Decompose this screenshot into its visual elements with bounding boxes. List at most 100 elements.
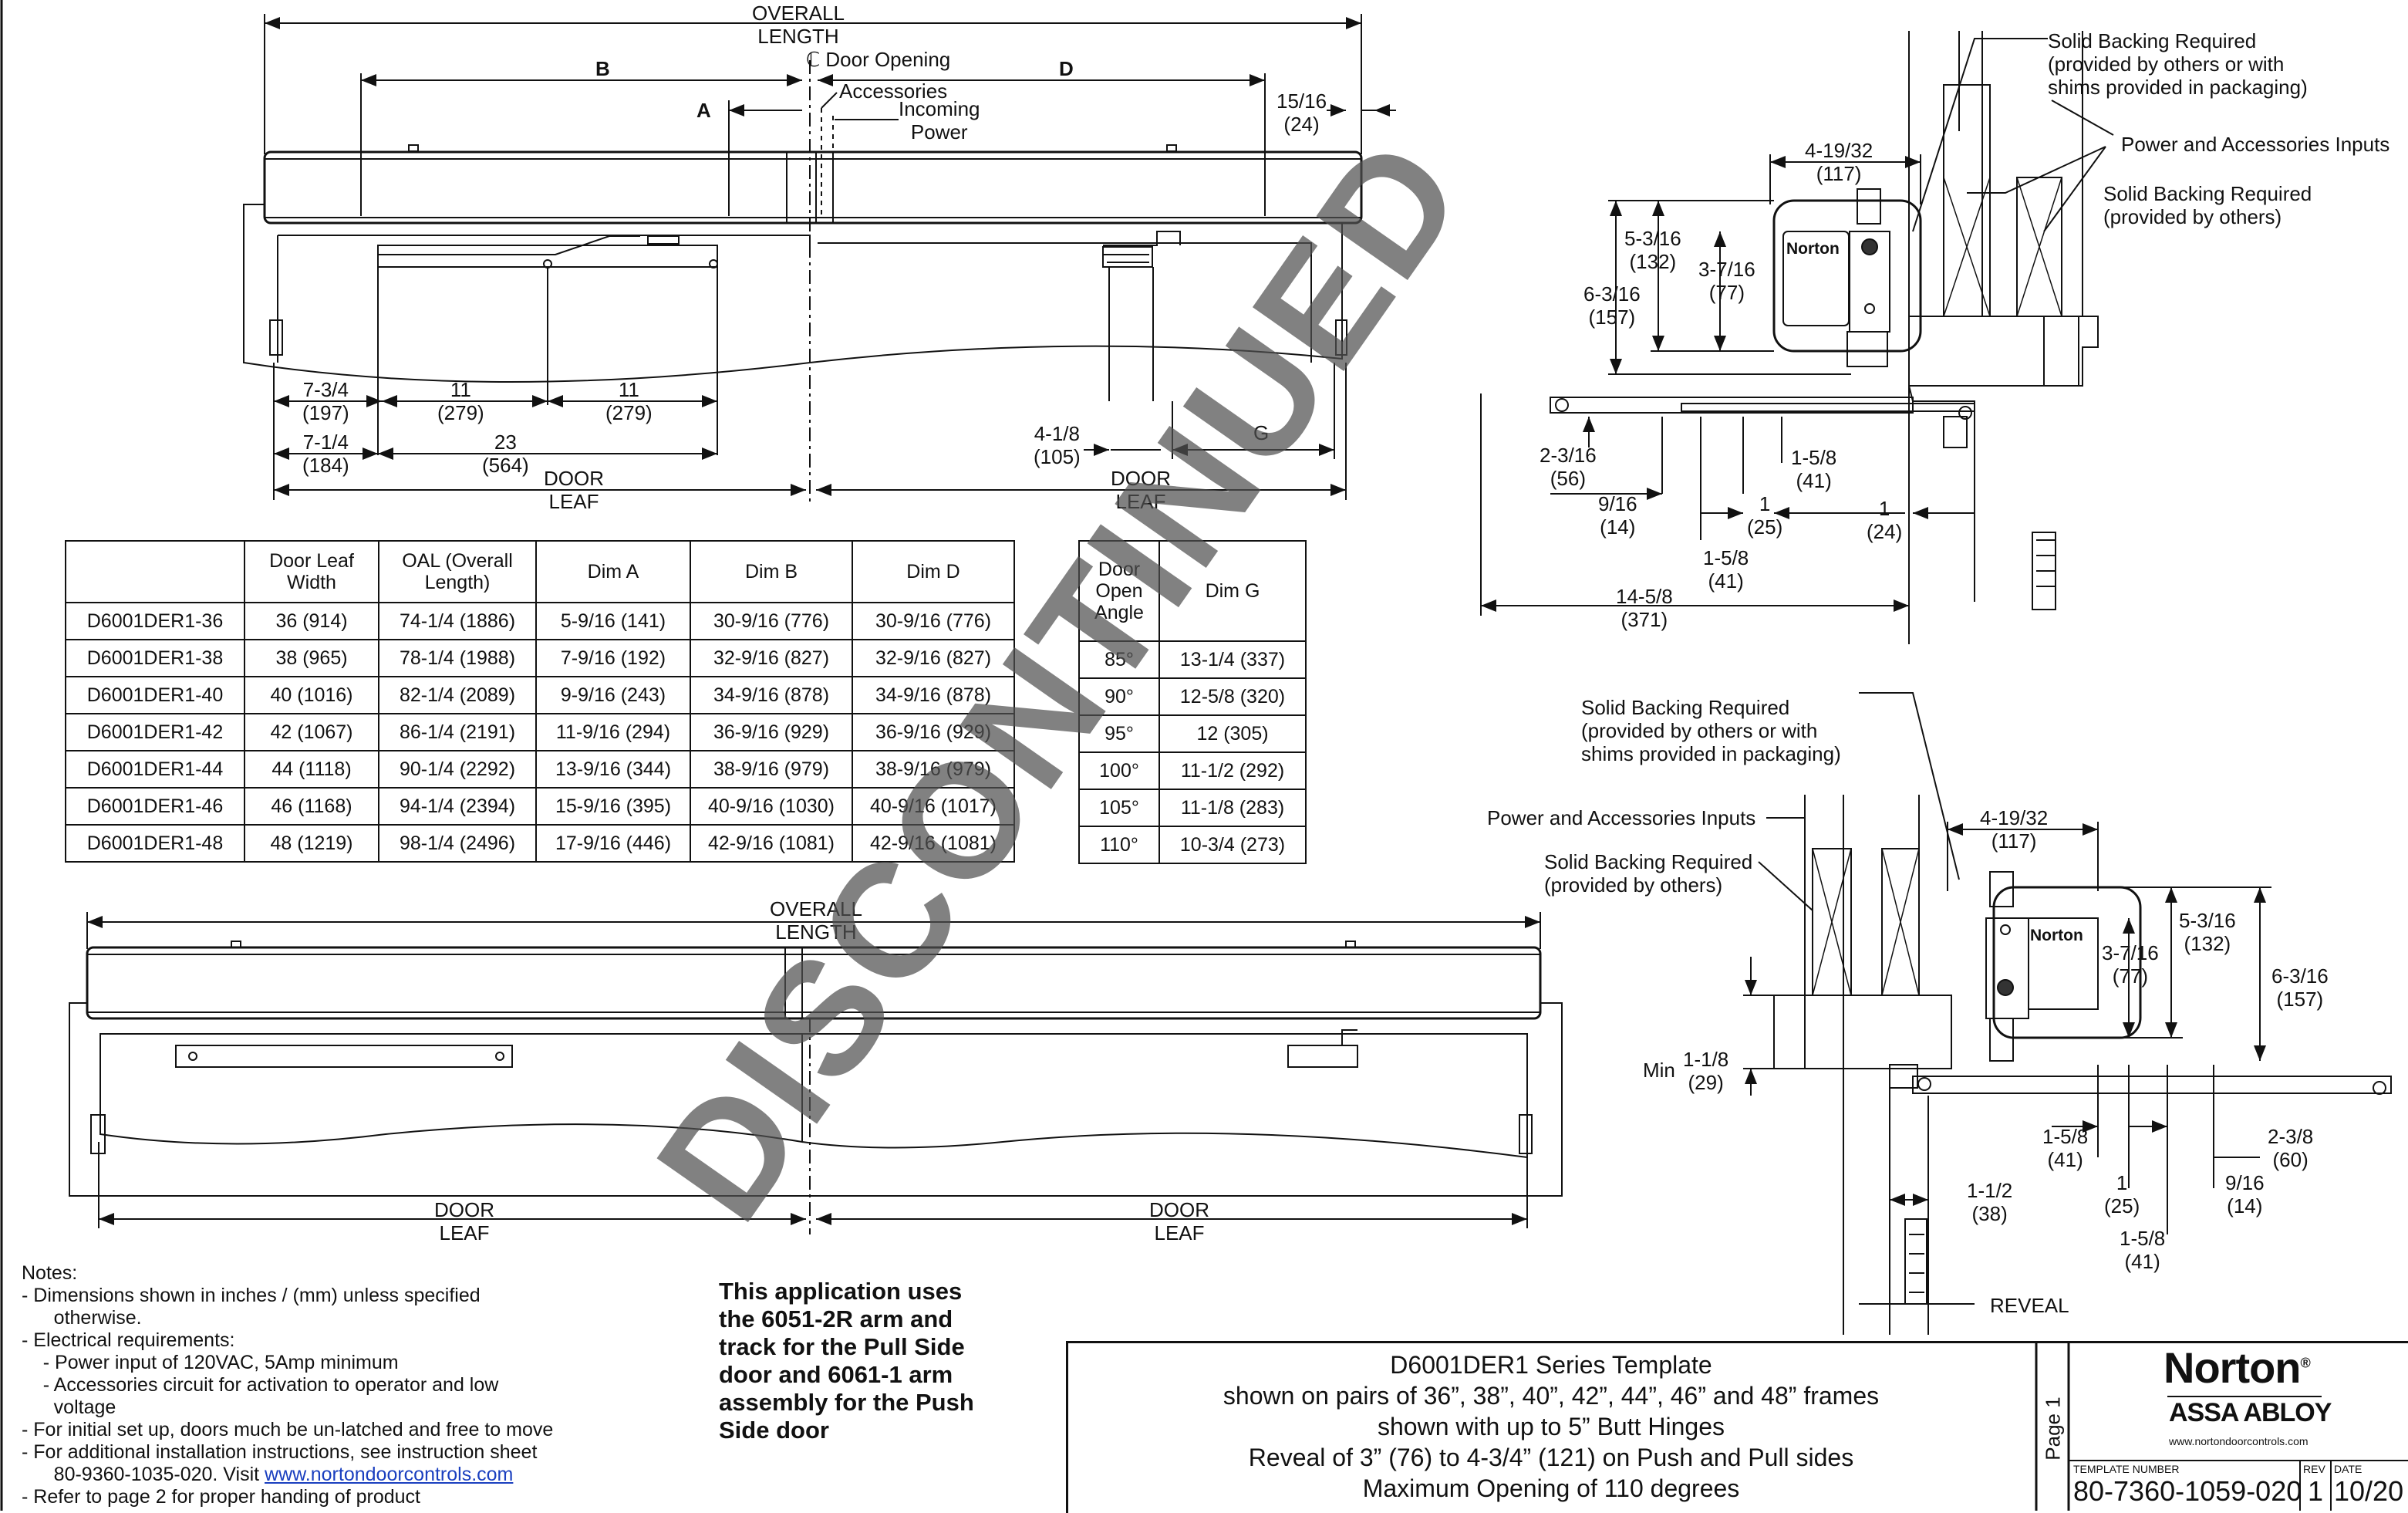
dimension-table-cell: 74-1/4 (1886) — [378, 602, 537, 640]
door-angle-table-cell: 85° — [1078, 640, 1160, 679]
note-line: - Power input of 120VAC, 5Amp minimum — [22, 1352, 399, 1373]
note-line: - For additional installation instructio… — [22, 1441, 538, 1463]
dimension-table-cell: 40 (1016) — [244, 676, 379, 714]
notes-last-prefix: 80-9360-1035-020. Visit — [22, 1464, 265, 1485]
st-dim-3-7-16: 3-7/16(77) — [1698, 258, 1755, 304]
dimension-table-cell: 34-9/16 (878) — [690, 676, 853, 714]
title-block-lines — [2035, 1341, 2408, 1511]
dimension-table-cell: 34-9/16 (878) — [852, 676, 1015, 714]
dim-11a-label: 11(279) — [437, 378, 484, 424]
dimension-table-cell: 44 (1118) — [244, 750, 379, 789]
dimension-table-cell: D6001DER1-42 — [65, 713, 245, 751]
sb-dim-1-5-8b: 1-5/8(41) — [2120, 1227, 2166, 1273]
rev-value: 1 — [2308, 1475, 2324, 1507]
title-line: D6001DER1 Series Template — [1390, 1351, 1712, 1379]
notes-block: Notes:- Dimensions shown in inches / (mm… — [22, 1262, 553, 1508]
dim-g-label: G — [1253, 421, 1270, 444]
title-line: shown with up to 5” Butt Hinges — [1377, 1413, 1725, 1440]
dimension-table-cell: 90-1/4 (2292) — [378, 750, 537, 789]
dimension-table-cell: 9-9/16 (243) — [535, 676, 691, 714]
dimension-table-header-cell: Dim D — [852, 540, 1015, 603]
dimension-table-cell: 42 (1067) — [244, 713, 379, 751]
dimension-table-cell: D6001DER1-40 — [65, 676, 245, 714]
st-dim-4-19-32: 4-19/32(117) — [1805, 139, 1873, 185]
dimension-table-header-cell: Dim B — [690, 540, 853, 603]
dimension-table-cell: 32-9/16 (827) — [852, 639, 1015, 677]
title-block-description: D6001DER1 Series Template shown on pairs … — [1068, 1349, 2034, 1504]
st-dim-1-5-8b: 1-5/8(41) — [1703, 546, 1749, 593]
dimension-table-cell: D6001DER1-44 — [65, 750, 245, 789]
norton-logo: Norton® — [2163, 1343, 2311, 1392]
dim-7-1-4-label: 7-1/4(184) — [302, 431, 349, 477]
st-dim-6-3-16: 6-3/16(157) — [1583, 282, 1641, 329]
st-dim-1-5-8a: 1-5/8(41) — [1791, 446, 1837, 492]
operator-brand-label-1: Norton — [1786, 240, 1840, 258]
st-dim-5-3-16: 5-3/16(132) — [1624, 227, 1681, 273]
note-line: otherwise. — [22, 1307, 142, 1329]
dimension-table-cell: 38-9/16 (979) — [690, 750, 853, 789]
dimension-table-cell: 5-9/16 (141) — [535, 602, 691, 640]
website-link[interactable]: www.nortondoorcontrols.com — [265, 1464, 514, 1485]
dimension-table-cell: 38 (965) — [244, 639, 379, 677]
door-angle-table-cell: 10-3/4 (273) — [1158, 826, 1307, 864]
dimension-table-cell: D6001DER1-46 — [65, 787, 245, 826]
dimension-table-cell: 48 (1219) — [244, 824, 379, 863]
dimension-table-cell: 82-1/4 (2089) — [378, 676, 537, 714]
title-line: shown on pairs of 36”, 38”, 40”, 42”, 44… — [1223, 1382, 1880, 1410]
reveal-label: REVEAL — [1990, 1294, 2069, 1317]
title-line: Maximum Opening of 110 degrees — [1362, 1474, 1740, 1502]
dim-4-1-8-label: 4-1/8(105) — [1034, 422, 1081, 468]
solid-backing-label-3: Solid Backing Required(provided by other… — [1581, 696, 1841, 765]
door-angle-table-cell: 100° — [1078, 751, 1160, 790]
sb-dim-4-19-32: 4-19/32(117) — [1980, 806, 2049, 853]
dimension-table-cell: D6001DER1-36 — [65, 602, 245, 640]
st-dim-2-3-16: 2-3/16(56) — [1540, 444, 1597, 490]
notes-last-line: - Refer to page 2 for proper handing of … — [22, 1486, 420, 1508]
door-angle-table-cell: 90° — [1078, 677, 1160, 716]
dimension-table-cell: 11-9/16 (294) — [535, 713, 691, 751]
dimension-table-cell: 42-9/16 (1081) — [690, 824, 853, 863]
dimension-table-cell: 42-9/16 (1081) — [852, 824, 1015, 863]
dimension-table-header-cell — [65, 540, 245, 603]
dimension-table-cell: 13-9/16 (344) — [535, 750, 691, 789]
dim-11b-label: 11(279) — [605, 378, 653, 424]
dimension-table-header-cell: Dim A — [535, 540, 691, 603]
dim-7-3-4-label: 7-3/4(197) — [302, 378, 349, 424]
dimension-table-cell: 30-9/16 (776) — [852, 602, 1015, 640]
top-elevation — [243, 14, 1396, 502]
door-angle-table-cell: 11-1/8 (283) — [1158, 789, 1307, 827]
dimension-table-cell: 32-9/16 (827) — [690, 639, 853, 677]
dimension-table-cell: 46 (1168) — [244, 787, 379, 826]
sb-dim-1-1-2: 1-1/2(38) — [1967, 1179, 2013, 1225]
st-dim-14-5-8: 14-5/8(371) — [1616, 585, 1673, 631]
dimension-table-cell: 7-9/16 (192) — [535, 639, 691, 677]
door-angle-table-row: 95°12 (305) — [1078, 714, 1307, 753]
application-note: This application uses the 6051-2R arm an… — [719, 1278, 974, 1444]
dimension-table-cell: 36-9/16 (929) — [852, 713, 1015, 751]
date-label: DATE — [2334, 1463, 2362, 1475]
dimension-table-cell: 36 (914) — [244, 602, 379, 640]
dimension-table-cell: 86-1/4 (2191) — [378, 713, 537, 751]
dimension-table-cell: 15-9/16 (395) — [535, 787, 691, 826]
door-angle-table-cell: 95° — [1078, 714, 1160, 753]
door-angle-table-row: 90°12-5/8 (320) — [1078, 677, 1307, 716]
sb-dim-5-3-16: 5-3/16(132) — [2179, 909, 2236, 955]
date-value: 10/20 — [2334, 1475, 2404, 1507]
door-angle-table-row: 100°11-1/2 (292) — [1078, 751, 1307, 790]
solid-backing-label-4: Solid Backing Required(provided by other… — [1544, 850, 1753, 897]
dimension-table-cell: D6001DER1-38 — [65, 639, 245, 677]
door-angle-table-cell: 110° — [1078, 826, 1160, 864]
title-line: Reveal of 3” (76) to 4-3/4” (121) on Pus… — [1248, 1444, 1854, 1471]
